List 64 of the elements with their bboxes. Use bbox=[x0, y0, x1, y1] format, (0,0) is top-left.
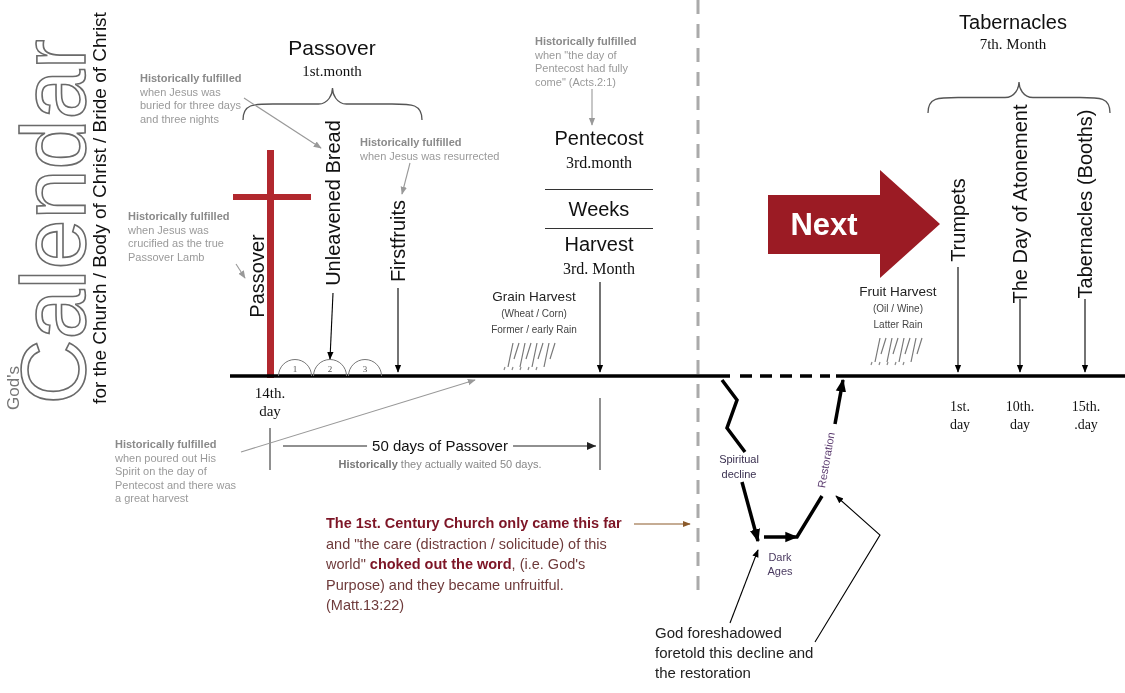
note-text: when Jesus was buried for three days and three nights bbox=[140, 85, 242, 126]
note-heading: Historically fulfilled bbox=[360, 136, 463, 150]
month-label: 3rd. Month bbox=[562, 259, 636, 279]
feast-label: Firstfruits bbox=[386, 199, 410, 283]
line bbox=[720, 378, 747, 454]
note-heading: Historically fulfilled bbox=[140, 72, 243, 86]
note-text: Historically they actually waited 50 days. bbox=[337, 458, 543, 472]
arrow bbox=[394, 287, 402, 373]
crop-label: (Oil / Wine) bbox=[872, 302, 924, 316]
note-text: when Jesus was resurrected bbox=[360, 149, 501, 163]
next-label: Next bbox=[789, 206, 859, 244]
heading: Tabernacles bbox=[958, 10, 1068, 35]
note-text: when "the day of Pentecost had fully come" (Acts.2:1) bbox=[535, 48, 629, 89]
arrow bbox=[596, 281, 604, 373]
arrow bbox=[588, 88, 596, 126]
month-label: 7th. Month bbox=[978, 35, 1048, 53]
arrow bbox=[240, 379, 476, 453]
feast-label: Trumpets bbox=[946, 178, 970, 262]
note-text: God foreshadowed foretold this decline and the restoration bbox=[655, 623, 815, 683]
month-label: 1st.month bbox=[301, 62, 363, 80]
stage-label: Restoration bbox=[814, 430, 838, 490]
arrow bbox=[633, 520, 691, 528]
arrow bbox=[814, 495, 881, 643]
arrow bbox=[235, 263, 246, 279]
rain-label: Former / early Rain bbox=[490, 323, 578, 337]
feast-label: Tabernacles (Booths) bbox=[1073, 109, 1097, 299]
subtitle: for the Church / Body of Christ / Bride of Christ bbox=[89, 12, 111, 404]
arrow bbox=[1081, 298, 1089, 373]
day-label: 14th. day bbox=[253, 384, 287, 420]
crop-label: (Wheat / Corn) bbox=[500, 307, 568, 321]
month-label: 3rd.month bbox=[564, 153, 634, 173]
arrow bbox=[833, 378, 846, 425]
day-label: 10th. day bbox=[1004, 398, 1036, 434]
feast-title: Pentecost bbox=[553, 126, 645, 151]
note-text: when Jesus was crucified as the true Passover Lamb bbox=[128, 223, 225, 264]
harvest-title: Fruit Harvest bbox=[858, 283, 938, 301]
arrow bbox=[243, 97, 322, 149]
note-heading: Historically fulfilled bbox=[115, 438, 218, 452]
note-heading: Historically fulfilled bbox=[128, 210, 231, 224]
arrow bbox=[1016, 298, 1024, 373]
stage-label: Spiritual decline bbox=[718, 452, 760, 482]
arrow bbox=[954, 266, 962, 373]
note-text: when poured out His Spirit on the day of Pentecost and there was a great harvest bbox=[115, 451, 238, 506]
stage-label: Dark Ages bbox=[766, 550, 794, 578]
feast-label: Unleavened Bread bbox=[321, 120, 345, 286]
day-number: 2 bbox=[326, 364, 334, 374]
weeks-label: Weeks bbox=[545, 189, 653, 229]
rain-label: Latter Rain bbox=[872, 318, 924, 332]
feast-label: Passover bbox=[245, 234, 269, 318]
arrow bbox=[740, 481, 760, 543]
heading: Passover bbox=[287, 35, 377, 61]
day-number: 3 bbox=[361, 364, 369, 374]
feast-label: The Day of Atonement bbox=[1008, 104, 1032, 304]
day-number: 1 bbox=[291, 364, 299, 374]
note-heading: Historically fulfilled bbox=[535, 35, 638, 49]
arrow bbox=[729, 549, 759, 624]
arrow bbox=[400, 162, 411, 195]
arrow bbox=[327, 292, 334, 360]
harvest-title: Grain Harvest bbox=[491, 288, 577, 306]
dimension-label: 50 days of Passover bbox=[367, 437, 513, 456]
day-label: 1st. day bbox=[948, 398, 972, 434]
note-text: The 1st. Century Church only came this far and "the care (distraction / solicitude) of this world" choked out the word, (i.e. God's Purpose) and they became unfruitful. (Matt.13:22) bbox=[326, 514, 623, 615]
harvest-label: Harvest bbox=[563, 232, 635, 257]
day-label: 15th. .day bbox=[1070, 398, 1102, 434]
